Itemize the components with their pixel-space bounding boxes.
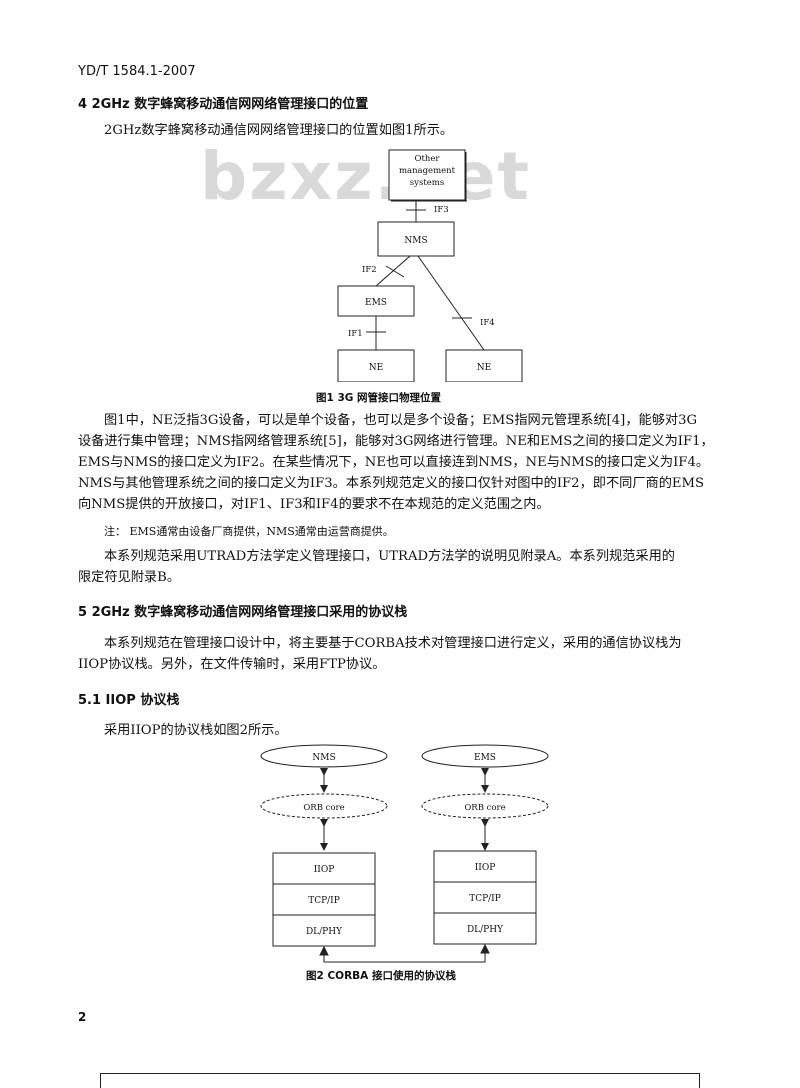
right-dlphy-label: DL/PHY — [467, 925, 504, 935]
section-5-para-line1: 本系列规范在管理接口设计中，将主要基于CORBA技术对管理接口进行定义，采用的通… — [104, 636, 682, 651]
right-iiop-label: IIOP — [475, 863, 496, 873]
left-iiop-label: IIOP — [314, 865, 335, 875]
if4-line — [417, 255, 485, 351]
if2-tick — [385, 265, 405, 278]
other-management-box — [388, 149, 466, 201]
section-5-1-heading: 5.1 IIOP 协议栈 — [78, 693, 180, 708]
if2-label: IF2 — [362, 265, 377, 275]
ems-box-label: EMS — [365, 298, 387, 308]
section-5-1-intro: 采用IIOP的协议栈如图2所示。 — [104, 723, 288, 738]
section-4-intro: 2GHz数字蜂窝移动通信网网络管理接口的位置如图1所示。 — [104, 123, 454, 138]
para1-line1: 图1中，NE泛指3G设备，可以是单个设备，也可以是多个设备；EMS指网元管理系统… — [104, 413, 697, 428]
other-box-line2: management — [399, 166, 456, 176]
section-5-para-line2: IIOP协议栈。另外，在文件传输时，采用FTP协议。 — [78, 657, 386, 672]
section-5-heading: 5 2GHz 数字蜂窝移动通信网网络管理接口采用的协议栈 — [78, 605, 408, 620]
if3-label: IF3 — [434, 205, 449, 215]
left-tcpip-label: TCP/IP — [308, 896, 340, 906]
watermark: bzxz.net — [200, 138, 532, 215]
note: 注： EMS通常由设备厂商提供，NMS通常由运营商提供。 — [104, 525, 394, 538]
figure-1-diagram: Other management systems NMS EMS NE NE I… — [337, 149, 523, 382]
left-orb-label: ORB core — [303, 803, 344, 813]
if2-line — [375, 255, 411, 287]
para1-line2: 设备进行集中管理；NMS指网络管理系统[5]，能够对3G网络进行管理。NE和EM… — [78, 434, 714, 449]
figure-2-caption: 图2 CORBA 接口使用的协议栈 — [306, 970, 456, 982]
para1-line4: NMS与其他管理系统之间的接口定义为IF3。本系列规范定义的接口仅针对图中的IF… — [78, 476, 705, 491]
if4-label: IF4 — [480, 318, 495, 328]
other-box-line3: systems — [410, 178, 444, 188]
para2-line2: 限定符见附录B。 — [78, 570, 181, 585]
right-tcpip-label: TCP/IP — [469, 894, 501, 904]
ne-left-label: NE — [369, 363, 383, 373]
figure-1-caption: 图1 3G 网管接口物理位置 — [316, 392, 442, 404]
section-4-heading: 4 2GHz 数字蜂窝移动通信网网络管理接口的位置 — [78, 97, 369, 112]
physical-link-line — [323, 953, 486, 963]
ne-right-label: NE — [477, 363, 491, 373]
figure-2-diagram: NMS EMS ORB core ORB core IIOP TCP/IP DL… — [260, 744, 549, 963]
nms-box-label: NMS — [404, 236, 427, 246]
left-link-arrowhead — [319, 945, 329, 956]
left-dlphy-label: DL/PHY — [306, 927, 343, 937]
left-orb-ellipse — [260, 793, 388, 819]
if1-label: IF1 — [348, 329, 363, 339]
other-box-line1: Other — [415, 154, 441, 164]
nms-ellipse — [260, 744, 388, 768]
para1-line5: 向NMS提供的开放接口，对IF1、IF3和IF4的要求不在本规范的定义范围之内。 — [78, 497, 550, 512]
right-orb-ellipse — [421, 793, 549, 819]
bottom-frame — [100, 1073, 700, 1088]
right-link-arrowhead — [480, 943, 490, 954]
ems-ellipse — [421, 744, 549, 768]
para1-line3: EMS与NMS的接口定义为IF2。在某些情况下，NE也可以直接连到NMS，NE与… — [78, 455, 710, 470]
page-number: 2 — [78, 1010, 87, 1024]
para2-line1: 本系列规范采用UTRAD方法学定义管理接口，UTRAD方法学的说明见附录A。本系… — [104, 549, 675, 564]
right-ems-label: EMS — [474, 753, 496, 763]
document-id: YD/T 1584.1-2007 — [78, 64, 196, 79]
right-orb-label: ORB core — [464, 803, 505, 813]
left-nms-label: NMS — [312, 753, 335, 763]
